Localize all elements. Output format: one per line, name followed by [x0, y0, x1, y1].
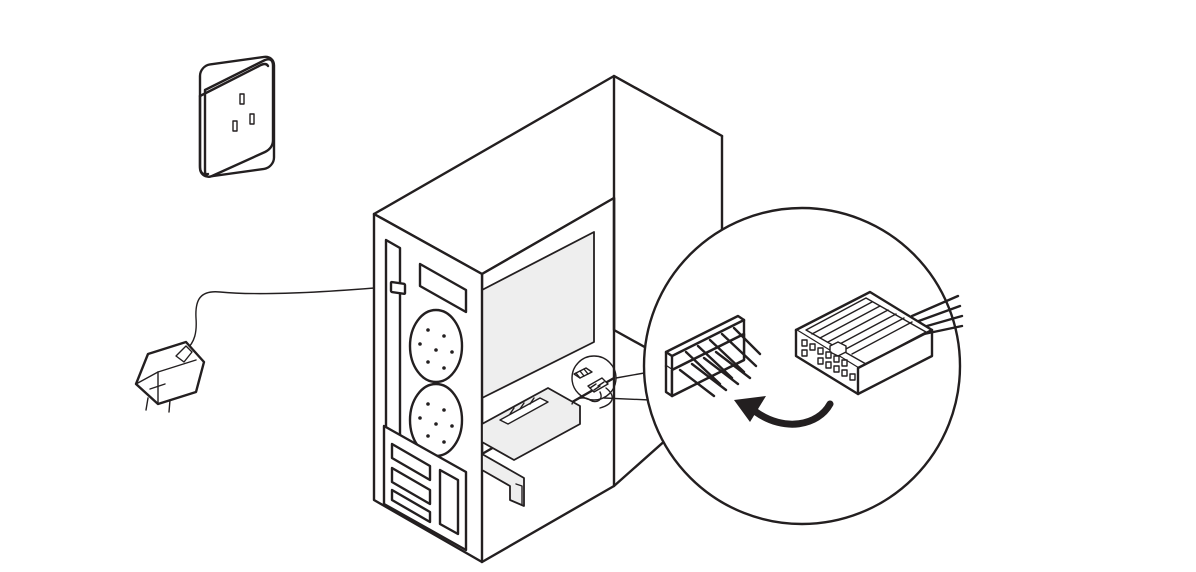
card-bracket — [481, 453, 525, 507]
io-shield-slot — [384, 238, 402, 438]
wall-outlet-icon — [198, 55, 276, 178]
power-jack — [389, 280, 407, 296]
fan-lower — [408, 382, 464, 458]
cable-connector-icon — [794, 290, 934, 396]
curved-arrow-icon — [734, 396, 834, 428]
power-adapter-cable — [185, 285, 399, 351]
pcie-card-icon — [481, 355, 651, 507]
fan-upper — [408, 308, 464, 384]
zoom-callout — [642, 206, 964, 526]
cable-connector-small — [587, 377, 609, 393]
card-header-small — [573, 367, 593, 379]
psu-socket — [418, 262, 468, 314]
power-adapter-icon — [134, 340, 206, 413]
pc-tower-icon — [372, 74, 724, 564]
pin-header-icon — [664, 314, 762, 398]
